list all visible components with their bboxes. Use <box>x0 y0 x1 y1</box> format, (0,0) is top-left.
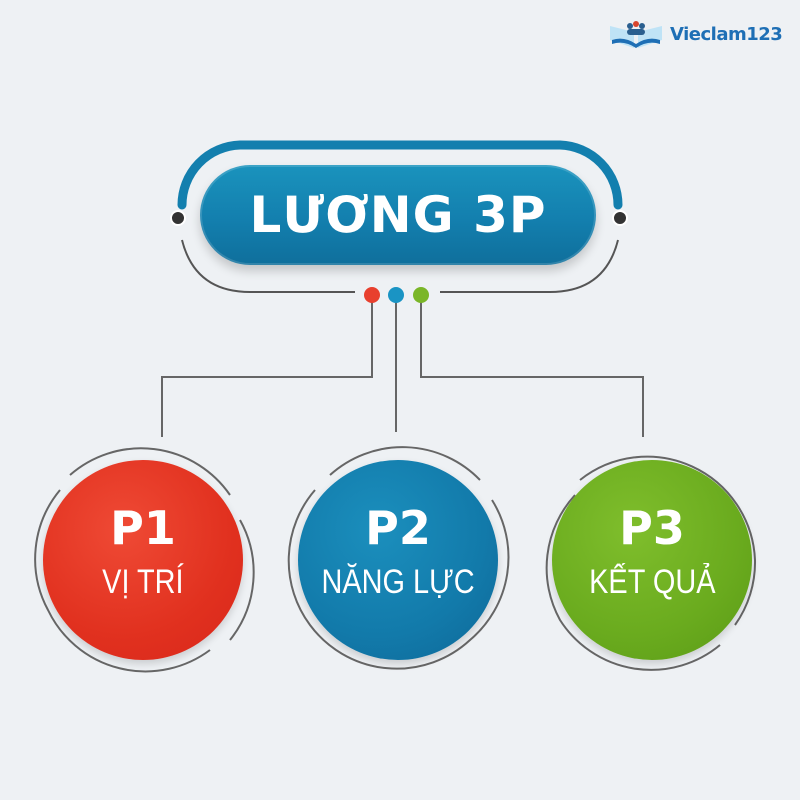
node-p3: P3 KẾT QUẢ <box>552 460 752 660</box>
brand-logo[interactable]: Vieclam123 <box>608 18 783 50</box>
node-code: P3 <box>619 501 685 555</box>
page-title: LƯƠNG 3P <box>249 186 547 244</box>
node-p2: P2 NĂNG LỰC <box>298 460 498 660</box>
node-p1: P1 VỊ TRÍ <box>43 460 243 660</box>
open-book-people-icon <box>610 21 662 48</box>
brand-name: Vieclam123 <box>670 23 783 45</box>
blue-dot <box>388 287 404 303</box>
node-label: NĂNG LỰC <box>321 563 475 601</box>
right-dot <box>612 210 628 226</box>
red-dot <box>364 287 380 303</box>
green-dot <box>413 287 429 303</box>
left-dot <box>170 210 186 226</box>
node-code: P2 <box>365 501 431 555</box>
node-code: P1 <box>110 501 176 555</box>
header-pill: LƯƠNG 3P <box>200 165 596 265</box>
node-label: VỊ TRÍ <box>102 563 184 601</box>
node-label: KẾT QUẢ <box>588 563 716 601</box>
